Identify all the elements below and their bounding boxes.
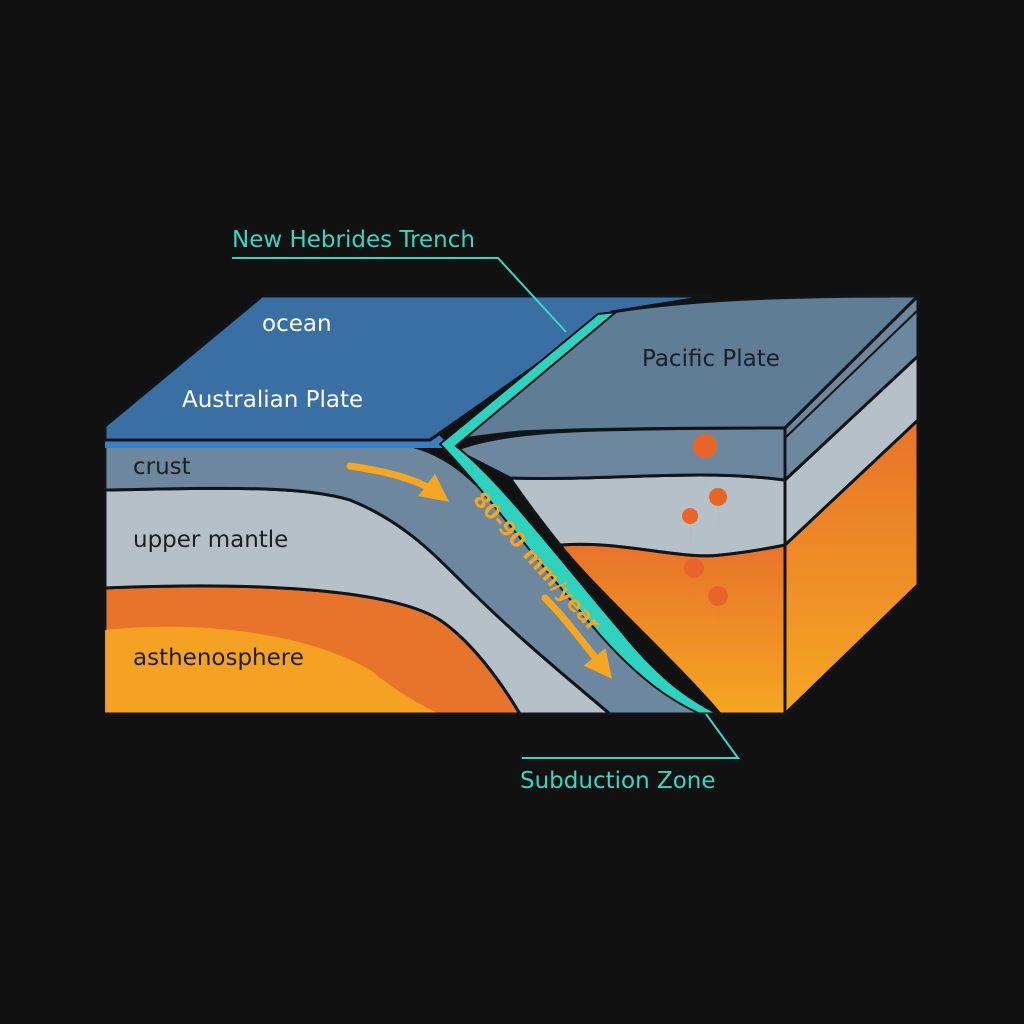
magma-plume-3 <box>682 508 699 552</box>
asthenosphere-label: asthenosphere <box>133 645 304 671</box>
subduction-leader-line <box>522 713 740 759</box>
magma-plumes <box>682 434 729 642</box>
magma-plume-4 <box>684 558 705 612</box>
trench-leader-line <box>232 257 567 333</box>
pacific-crust <box>451 426 787 482</box>
ocean-label: ocean <box>262 311 332 337</box>
crust-label: crust <box>133 454 191 480</box>
magma-plume-2 <box>709 488 728 535</box>
plate-motion-arrow-lower <box>541 594 612 679</box>
pacific-top-face <box>449 294 922 443</box>
pacific-plate-label: Pacific Plate <box>642 346 780 372</box>
magma-plume-5 <box>708 586 729 642</box>
upper-mantle-label: upper mantle <box>133 527 288 553</box>
magma-plume-1 <box>693 434 718 500</box>
subduction-zone-label: Subduction Zone <box>520 768 716 794</box>
plate-motion-arrow-upper <box>346 462 449 502</box>
pacific-upper-mantle <box>507 473 787 558</box>
side-face-crust-line <box>784 309 919 439</box>
australian-plate-label: Australian Plate <box>182 387 363 413</box>
trench-label: New Hebrides Trench <box>232 227 475 253</box>
asthenosphere-light-band <box>105 626 440 714</box>
block-bottom-edge <box>105 583 920 716</box>
